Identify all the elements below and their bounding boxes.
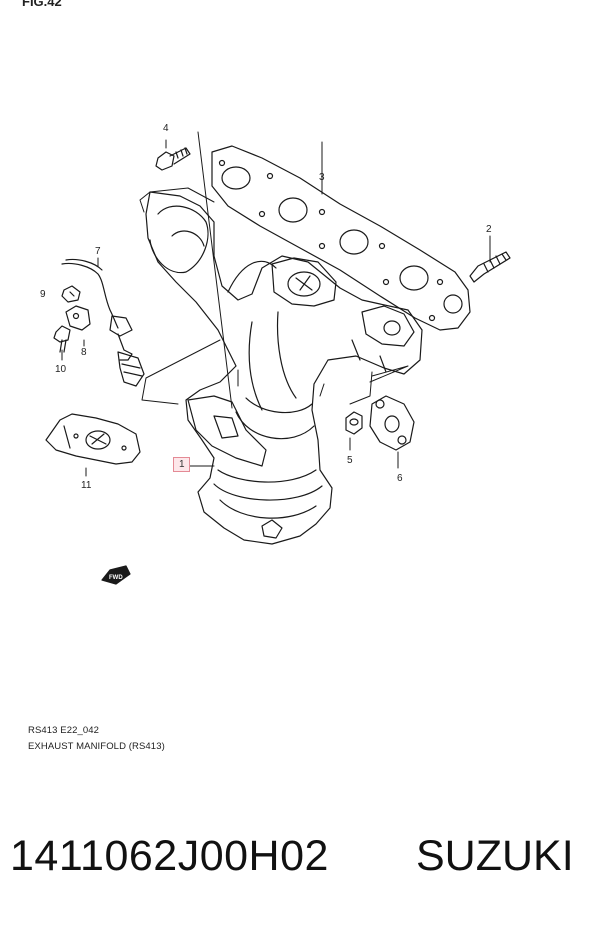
callout-6: 6: [397, 473, 403, 484]
callout-2: 2: [486, 224, 492, 235]
callout-1-highlight[interactable]: 1: [173, 457, 190, 472]
figure-code: RS413 E22_042: [28, 725, 100, 736]
callout-8: 8: [81, 347, 87, 358]
callout-10: 10: [55, 364, 67, 375]
callout-9: 9: [40, 289, 46, 300]
part-5-nut: [345, 411, 363, 435]
parts-drawing: FWD: [45, 131, 511, 585]
callout-3: 3: [319, 172, 325, 183]
part-6-flange-gasket: [369, 395, 415, 451]
part-11-heat-shield: [45, 413, 141, 465]
footer-band: [0, 778, 600, 932]
callout-1: 1: [179, 459, 185, 470]
part-10-bolt: [53, 325, 71, 353]
callout-7: 7: [95, 246, 101, 257]
exhaust-manifold-diagram: FIG.42: [22, 0, 511, 752]
fwd-label: FWD: [109, 575, 123, 581]
leader-lines: [61, 131, 491, 477]
part-4-bolt: [155, 147, 191, 171]
callout-5: 5: [347, 455, 353, 466]
figure-caption: EXHAUST MANIFOLD (RS413): [28, 741, 165, 752]
part-1-manifold: [145, 191, 423, 545]
part-8-bracket: [65, 305, 91, 331]
figure-title: FIG.42: [22, 0, 62, 9]
part-number: 1411062J00H02: [10, 832, 329, 880]
part-2-stud: [469, 251, 511, 283]
brand-name: SUZUKI: [416, 832, 574, 880]
callout-4: 4: [163, 123, 169, 134]
part-9-clamp: [61, 285, 81, 303]
part-3-gasket: [211, 145, 471, 331]
part-7-oxygen-sensor: [61, 258, 145, 387]
fwd-arrow: [101, 565, 131, 585]
callout-11: 11: [81, 480, 92, 491]
